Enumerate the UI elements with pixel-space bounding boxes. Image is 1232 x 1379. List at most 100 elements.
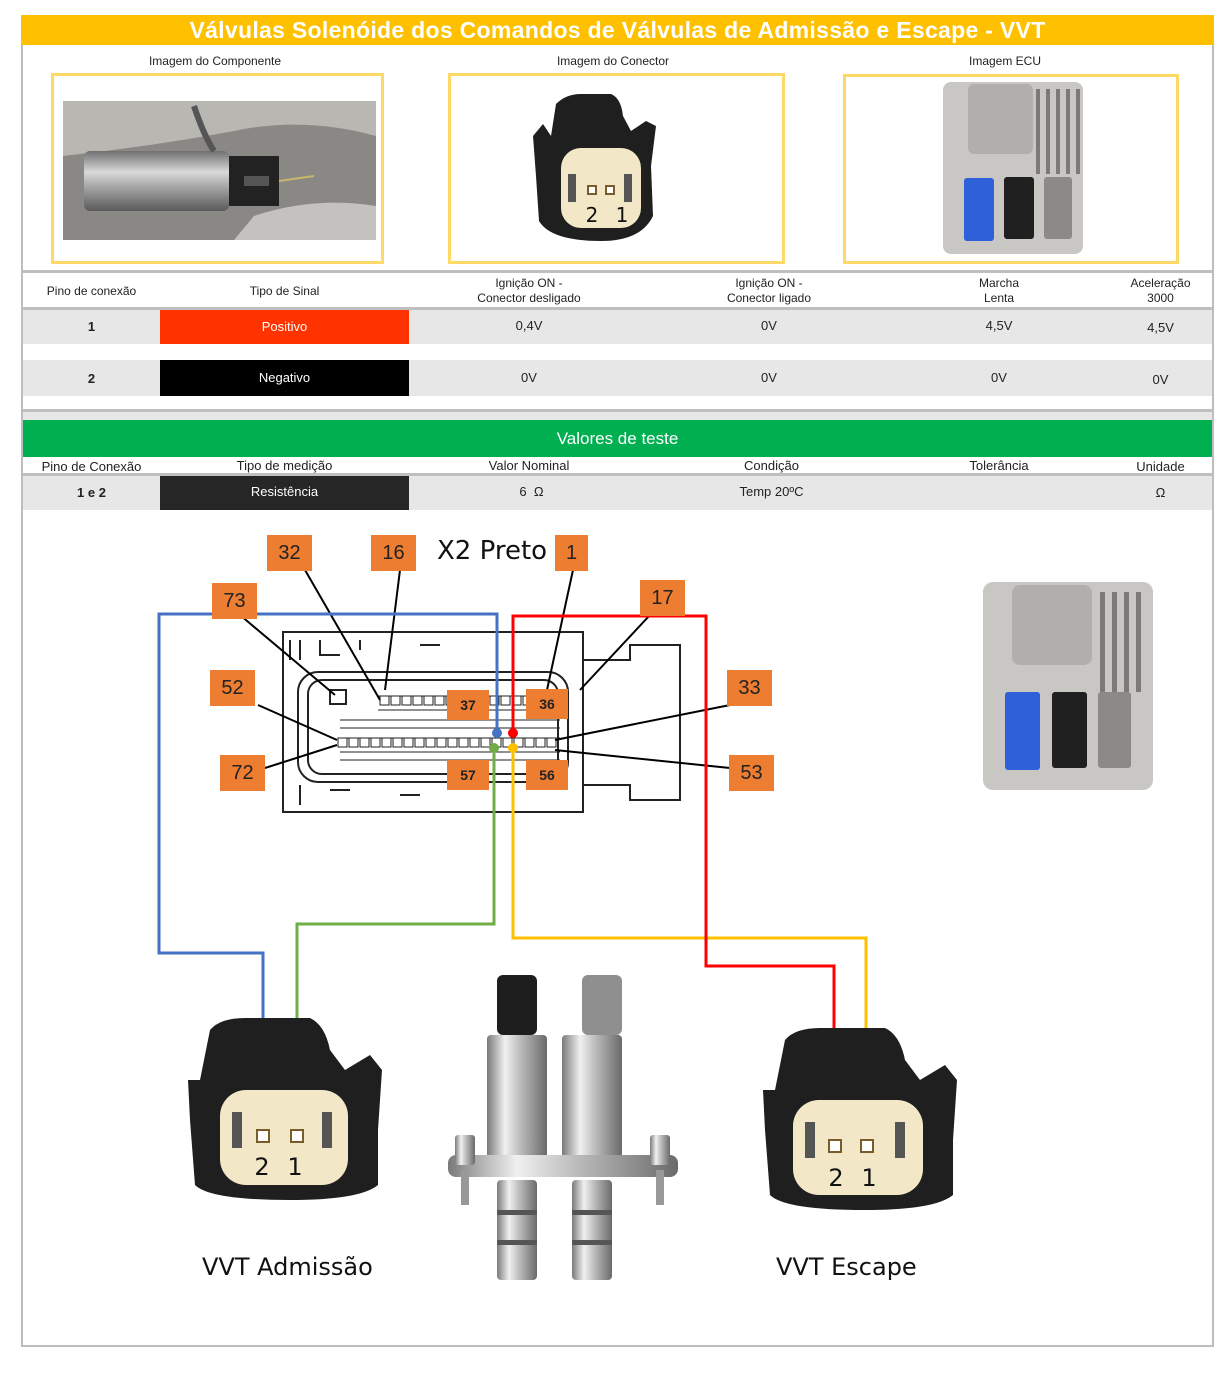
- value-ign-on: 0V: [761, 370, 777, 385]
- connector-pin-cavity: [436, 737, 447, 748]
- connector-pin-cavity: [447, 737, 458, 748]
- page-title: Válvulas Solenóide dos Comandos de Válvu…: [21, 15, 1214, 45]
- nominal-value: 6 Ω: [519, 484, 544, 499]
- intake-pin-2-label: 2: [254, 1153, 269, 1181]
- measurement-type-badge: Resistência: [160, 476, 409, 510]
- divider: [23, 409, 1212, 412]
- pin-57-dot: [489, 743, 499, 753]
- leader-lines: [239, 569, 731, 769]
- connector-pin-cavity: [480, 737, 491, 748]
- exhaust-valve-label: VVT Escape: [776, 1253, 917, 1281]
- pin-label-57: 57: [447, 760, 489, 790]
- value-ign-off: 0V: [521, 370, 537, 385]
- intake-valve-label: VVT Admissão: [202, 1253, 373, 1281]
- ecu-photo: [943, 82, 1083, 254]
- test-values-header: Valores de teste: [23, 420, 1212, 457]
- connector-pin-cavity: [502, 737, 513, 748]
- connector-pin-cavity: [524, 737, 535, 748]
- value-accel: 4,5V: [1147, 320, 1174, 335]
- connector-pin-cavity: [370, 737, 381, 748]
- connector-pin-cavity: [425, 737, 436, 748]
- connector-image-caption: Imagem do Conector: [556, 54, 670, 68]
- pin-label-52: 52: [210, 670, 255, 706]
- connector-pin-cavity: [348, 737, 359, 748]
- connector-pin-cavity: [359, 737, 370, 748]
- page-frame: [21, 15, 1214, 1347]
- connector-pin-cavity: [434, 695, 445, 706]
- ecu-connector-drawing: [282, 631, 681, 813]
- connector-pin-cavity: [414, 737, 425, 748]
- connector-pin-cavity: [381, 737, 392, 748]
- value-idle: 4,5V: [985, 318, 1013, 333]
- ecu-image-caption: Imagem ECU: [968, 54, 1042, 68]
- pin-label-16: 16: [371, 535, 416, 571]
- connector-pin-2-label: 2: [586, 203, 599, 227]
- connector-pin-cavity: [546, 737, 557, 748]
- header-ign-on: Ignição ON - Conector ligado: [726, 276, 812, 305]
- wire-blue: [157, 612, 499, 1140]
- pin-label-72: 72: [220, 755, 265, 791]
- header-tipo-medicao: Tipo de medição: [236, 458, 333, 473]
- pin-label-1: 1: [555, 535, 588, 571]
- exhaust-pin-1-label: 1: [861, 1164, 876, 1192]
- connector-photo: 2 1: [533, 94, 656, 241]
- connector-pin-cavity: [337, 737, 348, 748]
- connector-pin-cavity: [392, 737, 403, 748]
- intake-pin-1-label: 1: [287, 1153, 302, 1181]
- signal-type-badge: Positivo: [160, 310, 409, 344]
- pin-label-56: 56: [526, 760, 568, 790]
- pin-label-36: 36: [526, 689, 568, 719]
- value-ign-on: 0V: [761, 318, 777, 333]
- wire-red: [511, 614, 836, 1145]
- exhaust-pin-2-label: 2: [828, 1164, 843, 1192]
- connector-pin-cavity: [469, 737, 480, 748]
- divider: [23, 307, 1212, 310]
- pin-label-33: 33: [727, 670, 772, 706]
- header-pino-conexao: Pino de Conexão: [41, 459, 142, 474]
- unit-value: Ω: [1155, 485, 1166, 500]
- pin-56-dot: [508, 743, 518, 753]
- spacer: [23, 410, 1212, 420]
- header-tolerancia: Tolerância: [969, 458, 1029, 473]
- pin-label-37: 37: [447, 690, 489, 720]
- component-image-frame: [51, 73, 384, 264]
- connector-pin-cavity: [401, 695, 412, 706]
- connector-pin-cavity: [535, 737, 546, 748]
- connector-pin-1-label: 1: [616, 203, 629, 227]
- solenoid-photo: [63, 101, 376, 240]
- pin-label-17: 17: [640, 580, 685, 616]
- pin-number: 2: [87, 371, 96, 386]
- value-ign-off: 0,4V: [515, 318, 543, 333]
- pin-label-53: 53: [729, 755, 774, 791]
- connector-pin-cavity: [489, 695, 500, 706]
- ecu-image-frame: [843, 74, 1179, 264]
- pin-36-dot: [508, 728, 518, 738]
- pin-number: 1: [87, 319, 96, 334]
- header-valor-nominal: Valor Nominal: [488, 458, 570, 473]
- signal-type-badge: Negativo: [160, 360, 409, 396]
- value-accel: 0V: [1152, 372, 1169, 387]
- connector-pin-cavity: [513, 737, 524, 748]
- ecu-photo-small: [983, 582, 1153, 790]
- solenoid-valves-photo: [448, 975, 678, 1280]
- divider: [23, 473, 1212, 476]
- header-ign-off: Ignição ON - Conector desligado: [477, 276, 581, 305]
- header-accel: Aceleração 3000: [1130, 276, 1191, 305]
- header-idle: Marcha Lenta: [978, 276, 1019, 305]
- header-unidade: Unidade: [1136, 459, 1185, 474]
- connector-pin-cavity: [379, 695, 390, 706]
- header-pino-conexao: Pino de conexão: [46, 284, 137, 298]
- connector-pin-cavity: [458, 737, 469, 748]
- wires: [157, 612, 868, 1145]
- divider: [23, 270, 1212, 273]
- connector-pin-cavity: [403, 737, 414, 748]
- value-idle: 0V: [991, 370, 1007, 385]
- intake-connector-photo: [188, 1018, 382, 1200]
- pin-label-32: 32: [267, 535, 312, 571]
- header-tipo-sinal: Tipo de Sinal: [249, 284, 320, 298]
- pin-37-dot: [492, 728, 502, 738]
- connector-pin-cavity: [412, 695, 423, 706]
- connector-pin-cavity: [500, 695, 511, 706]
- test-pin: 1 e 2: [77, 485, 106, 500]
